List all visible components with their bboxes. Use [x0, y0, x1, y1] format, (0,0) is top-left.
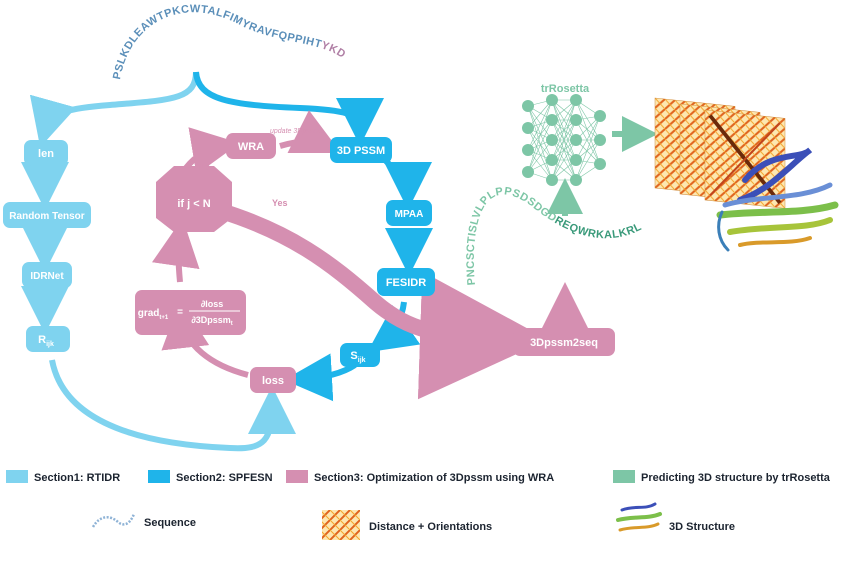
network-node [594, 110, 606, 122]
network-node [546, 94, 558, 106]
node-gradient: gradt+1 = ∂loss ∂3Dpssmt [135, 290, 246, 335]
network-node [522, 122, 534, 134]
network-node [546, 134, 558, 146]
svg-text:Rijk: Rijk [38, 334, 54, 348]
network-node [522, 144, 534, 156]
legend: Section1: RTIDR Section2: SPFESN Section… [6, 470, 831, 540]
label-yes: Yes [272, 198, 288, 208]
node-condition: if j < N [156, 166, 232, 232]
node-gradient-den-sub: t [231, 321, 233, 327]
legend-label: Section1: RTIDR [34, 472, 120, 484]
node-random-tensor: Random Tensor [3, 202, 91, 228]
node-loss-label: loss [262, 375, 284, 387]
label-update: update 3Dpssm... [270, 128, 325, 135]
legend-label: Predicting 3D structure by trRosetta [641, 472, 831, 484]
protein-structure-small-icon [616, 502, 662, 532]
node-3dpssm2seq: 3Dpssm2seq [513, 328, 615, 356]
neural-network-icon [527, 99, 601, 181]
distance-map-stack [654, 97, 786, 209]
section1-connectors [21, 71, 296, 452]
network-node [570, 174, 582, 186]
node-gradient-den: ∂3Dpssm [191, 315, 230, 325]
label-no: No [198, 162, 210, 172]
input-sequence-main: PSLKDLEAWTPKCWTALFIMYRAVFQPPIHT [111, 3, 323, 80]
trrosetta-title: trRosetta [541, 83, 590, 95]
section3-labels: No Yes update 3Dpssm... [198, 128, 325, 208]
node-s-ijk-sub: ijk [358, 357, 366, 364]
node-idrnet: IDRNet [22, 262, 72, 288]
node-condition-label: if j < N [177, 198, 210, 210]
distance-map-icon [322, 510, 360, 540]
node-loss: loss [250, 367, 296, 393]
network-node [570, 114, 582, 126]
trrosetta-block: trRosetta [522, 83, 658, 216]
legend-item-section3: Section3: Optimization of 3Dpssm using W… [286, 470, 554, 484]
legend-structure: 3D Structure [616, 502, 735, 533]
network-node [594, 158, 606, 170]
node-gradient-eq: = [177, 307, 183, 318]
network-node [570, 154, 582, 166]
svg-text:gradt+1: gradt+1 [138, 308, 169, 321]
node-random-tensor-label: Random Tensor [9, 211, 84, 222]
node-len-label: len [38, 148, 54, 160]
node-gradient-base: grad [138, 308, 160, 319]
node-idrnet-label: IDRNet [30, 271, 64, 282]
legend-label: Section3: Optimization of 3Dpssm using W… [314, 472, 554, 484]
legend-distance-label: Distance + Orientations [369, 521, 492, 533]
section2-connectors [193, 71, 433, 402]
network-node [570, 134, 582, 146]
legend-item-section1: Section1: RTIDR [6, 470, 120, 484]
node-fesidr-label: FESIDR [386, 277, 426, 289]
node-3dpssm2seq-label: 3Dpssm2seq [530, 337, 598, 349]
node-wra-label: WRA [238, 141, 264, 153]
node-r-ijk-sub: ijk [46, 341, 54, 348]
section2-nodes: 3D PSSM MPAA FESIDR Sijk [330, 137, 435, 367]
legend-item-section4: Predicting 3D structure by trRosetta [613, 470, 831, 484]
node-gradient-num: ∂loss [201, 299, 223, 309]
legend-structure-label: 3D Structure [669, 521, 735, 533]
network-node [522, 100, 534, 112]
node-wra: WRA [226, 133, 276, 159]
node-3d-pssm: 3D PSSM [330, 137, 392, 163]
node-gradient-sub: t+1 [159, 315, 169, 321]
legend-label: Section2: SPFESN [176, 472, 273, 484]
node-mpaa-label: MPAA [395, 209, 424, 220]
legend-sequence-label: Sequence [144, 517, 196, 529]
sequence-icon [91, 513, 136, 528]
node-r-ijk-base: R [38, 334, 46, 346]
network-node [546, 154, 558, 166]
network-node [546, 174, 558, 186]
svg-text:∂3Dpssmt: ∂3Dpssmt [191, 315, 232, 327]
node-3d-pssm-label: 3D PSSM [337, 145, 385, 157]
legend-distance: Distance + Orientations [322, 510, 492, 540]
node-s-ijk: Sijk [340, 343, 380, 367]
node-mpaa: MPAA [386, 200, 432, 226]
section3-connectors [152, 110, 589, 400]
section1-nodes: len Random Tensor IDRNet Rijk [3, 140, 91, 352]
protein-structure-icon [716, 147, 839, 252]
legend-sequence: Sequence [91, 513, 196, 529]
node-len: len [24, 140, 68, 166]
svg-text:Sijk: Sijk [350, 350, 365, 364]
node-s-ijk-base: S [350, 350, 357, 362]
network-node [570, 94, 582, 106]
node-fesidr: FESIDR [377, 268, 435, 296]
section3-nodes: WRA if j < N gradt+1 = ∂loss ∂3Dpssmt lo… [135, 133, 615, 393]
legend-item-section2: Section2: SPFESN [148, 470, 273, 484]
input-sequence: PSLKDLEAWTPKCWTALFIMYRAVFQPPIHTYKDVFSN..… [0, 0, 348, 81]
svg-text:PSLKDLEAWTPKCWTALFIMYRAVFQPPIH: PSLKDLEAWTPKCWTALFIMYRAVFQPPIHTYKDVFSN..… [0, 0, 348, 81]
node-r-ijk: Rijk [26, 326, 70, 352]
network-node [522, 166, 534, 178]
network-node [594, 134, 606, 146]
output-sequence-main: PNCSCTISLVLPLPPSDSDGD [465, 185, 559, 285]
network-node [546, 114, 558, 126]
